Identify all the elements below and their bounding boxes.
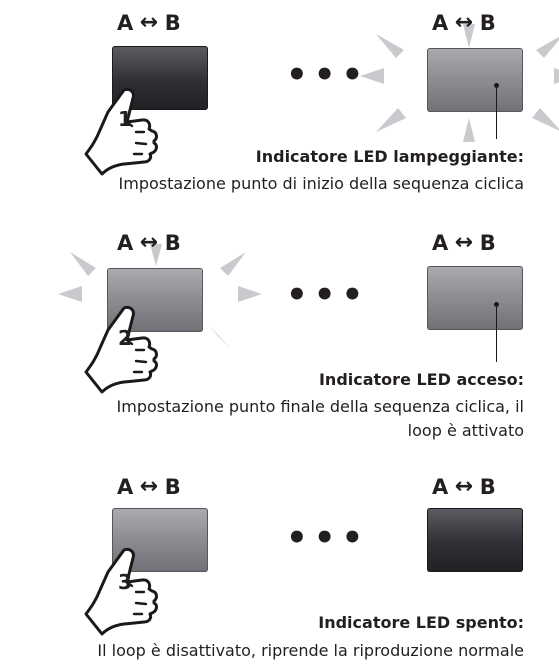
double-arrow-icon: ↔ bbox=[139, 10, 159, 35]
step-2: A ↔ B 2 ••• A ↔ B Indicatore LED acceso:… bbox=[0, 220, 559, 440]
led-indicator bbox=[494, 83, 499, 88]
pointing-hand-icon bbox=[84, 548, 158, 636]
ab-label-right: A ↔ B bbox=[432, 230, 497, 255]
ellipsis-dots: ••• bbox=[286, 55, 370, 95]
ellipsis-dots: ••• bbox=[286, 518, 370, 558]
ab-label-left: A ↔ B bbox=[117, 230, 182, 255]
caption-description: Impostazione punto finale della sequenza… bbox=[116, 397, 524, 440]
pointing-hand-icon bbox=[84, 88, 158, 176]
ellipsis-dots: ••• bbox=[286, 275, 370, 315]
finger-number: 3 bbox=[118, 570, 132, 594]
caption-title: Indicatore LED acceso: bbox=[318, 370, 524, 389]
pointing-hand-icon bbox=[84, 306, 158, 394]
ab-button-right[interactable] bbox=[427, 48, 523, 112]
leader-line bbox=[496, 306, 498, 362]
ab-label-left: A ↔ B bbox=[117, 474, 182, 499]
step-1: A ↔ B 1 ••• A ↔ B Indicatore LED lampegg… bbox=[0, 0, 559, 210]
finger-number: 2 bbox=[118, 326, 132, 350]
ab-label-right: A ↔ B bbox=[432, 474, 497, 499]
double-arrow-icon: ↔ bbox=[454, 10, 474, 35]
led-indicator bbox=[494, 302, 499, 307]
ab-button-right[interactable] bbox=[427, 508, 523, 572]
finger-number: 1 bbox=[118, 107, 132, 131]
double-arrow-icon: ↔ bbox=[454, 230, 474, 255]
double-arrow-icon: ↔ bbox=[139, 474, 159, 499]
caption-title: Indicatore LED lampeggiante: bbox=[255, 147, 524, 166]
ab-label-left: A ↔ B bbox=[117, 10, 182, 35]
caption-description: Il loop è disattivato, riprende la ripro… bbox=[97, 641, 524, 660]
double-arrow-icon: ↔ bbox=[454, 474, 474, 499]
double-arrow-icon: ↔ bbox=[139, 230, 159, 255]
ab-button-right[interactable] bbox=[427, 266, 523, 330]
leader-line bbox=[496, 87, 498, 139]
caption-title: Indicatore LED spento: bbox=[318, 613, 524, 632]
step-3: A ↔ B 3 ••• A ↔ B Indicatore LED spento:… bbox=[0, 446, 559, 664]
ab-label-right: A ↔ B bbox=[432, 10, 497, 35]
caption-description: Impostazione punto di inizio della seque… bbox=[118, 174, 524, 193]
